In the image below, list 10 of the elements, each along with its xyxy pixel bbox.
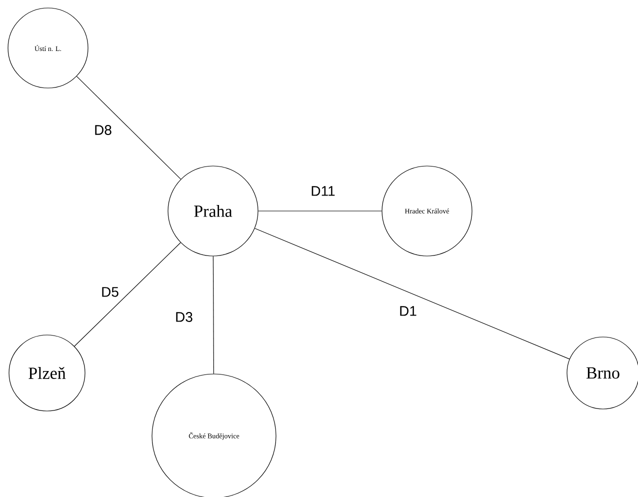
connector-line <box>258 210 382 212</box>
edge-label: D1 <box>398 305 418 317</box>
edge-label: D3 <box>174 311 194 323</box>
edge-label: D11 <box>310 185 336 197</box>
connector-line <box>74 242 181 347</box>
connector-line <box>254 228 570 360</box>
edge-label: D8 <box>93 124 113 136</box>
connector-line <box>212 256 214 374</box>
connector-line <box>76 76 182 180</box>
edge-label: D5 <box>100 286 120 298</box>
